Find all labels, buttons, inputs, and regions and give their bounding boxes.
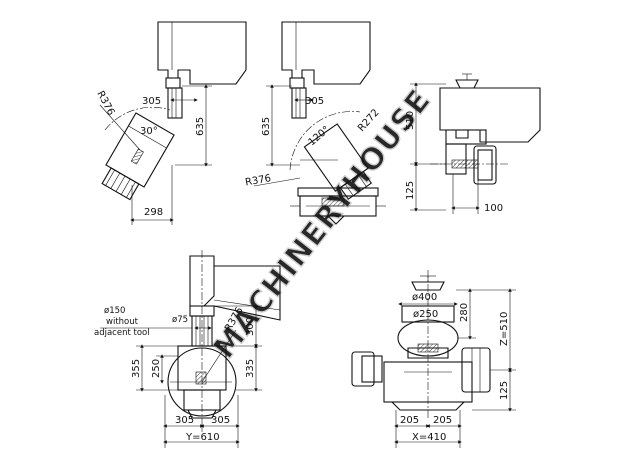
dim-dia250: ø250 [413, 309, 438, 320]
dim-298: 298 [144, 207, 163, 218]
dim-125-br: 125 [499, 381, 510, 400]
dim-y610: Y=610 [185, 432, 220, 443]
dim-dia75: ø75 [172, 315, 188, 325]
dim-r376-left: R376 [94, 89, 116, 117]
dim-r376-right: R376 [244, 173, 272, 188]
dim-angle-30: 30° [140, 126, 158, 137]
dim-dia400: ø400 [412, 292, 437, 303]
view-tilt-left: R376 30° 305 635 298 [94, 21, 247, 225]
dim-305-right: 305 [305, 96, 324, 107]
dim-205-left: 205 [400, 415, 419, 426]
note-adjacent-tool: adjacent tool [94, 328, 150, 338]
dim-305-front-right: 305 [211, 415, 230, 426]
dim-305-left: 305 [142, 96, 161, 107]
dim-335: 335 [245, 359, 256, 378]
dim-100: 100 [484, 203, 503, 214]
dim-510: 510 [405, 111, 416, 130]
dim-300: 300 [245, 317, 256, 336]
dim-z510: Z=510 [499, 312, 510, 346]
view-bottom-right: ø400 ø250 280 Z=510 125 205 205 [351, 270, 516, 448]
dim-305-front-left: 305 [175, 415, 194, 426]
dim-250: 250 [151, 359, 162, 378]
dim-205-right: 205 [433, 415, 452, 426]
view-front: ø150 without adjacent tool ø75 R376 300 … [94, 250, 281, 448]
dim-280: 280 [459, 303, 470, 322]
dim-125-side: 125 [405, 181, 416, 200]
dim-dia150: ø150 [104, 306, 125, 316]
dim-355: 355 [131, 359, 142, 378]
dim-angle-120: 120° [306, 124, 332, 148]
view-side: 510 125 100 [405, 73, 541, 214]
dim-635-left: 635 [195, 117, 206, 136]
note-without: without [106, 317, 139, 327]
dim-x410: X=410 [412, 432, 446, 443]
dim-635-right: 635 [261, 117, 272, 136]
